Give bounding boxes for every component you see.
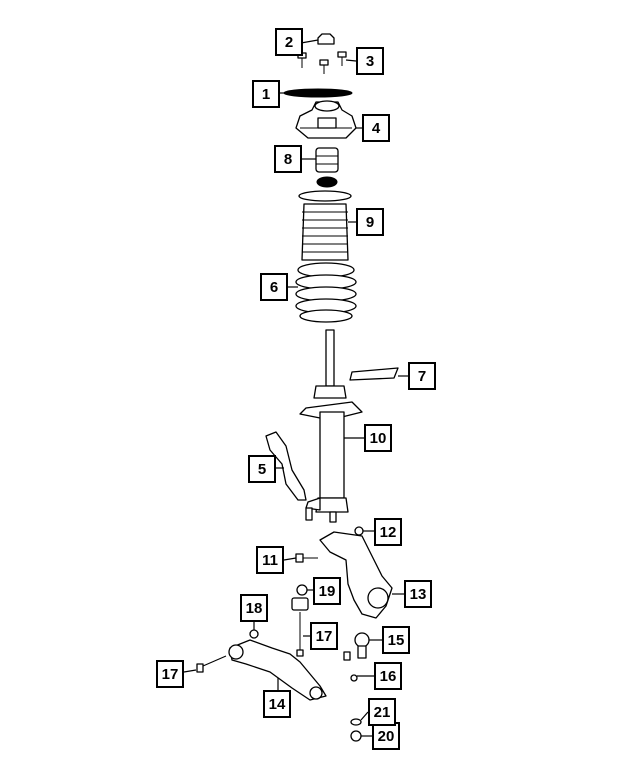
callout-9: 9: [356, 208, 384, 236]
callout-8: 8: [274, 145, 302, 173]
callout-17-left: 17: [156, 660, 184, 688]
part-bolt-11: [295, 553, 318, 563]
leader-11: [283, 557, 297, 561]
leader-3: [345, 59, 357, 62]
callout-20: 20: [372, 722, 400, 750]
callout-11: 11: [256, 546, 284, 574]
callout-2: 2: [275, 28, 303, 56]
part-ball-joint-15: [354, 632, 370, 659]
callout-4: 4: [362, 114, 390, 142]
part-nut-18: [249, 629, 259, 639]
part-spring-6: [295, 262, 357, 323]
part-bolt-16: [343, 651, 358, 682]
part-insulator-1: [283, 88, 353, 98]
part-washer-21: [350, 718, 362, 726]
callout-10: 10: [364, 424, 392, 452]
callout-12: 12: [374, 518, 402, 546]
part-nut-2: [317, 33, 335, 45]
callout-17-upper: 17: [310, 622, 338, 650]
callout-3: 3: [356, 47, 384, 75]
part-bumper-8: [315, 147, 339, 188]
part-strut-10: [299, 329, 363, 523]
part-boot-9: [298, 190, 352, 261]
callout-18: 18: [240, 594, 268, 622]
part-mount-4: [295, 100, 357, 139]
part-bolts-3: [297, 51, 347, 74]
callout-13: 13: [404, 580, 432, 608]
callout-7: 7: [408, 362, 436, 390]
part-nut-19: [291, 584, 309, 611]
callout-21: 21: [368, 698, 396, 726]
part-nut-12: [354, 526, 364, 536]
callout-19: 19: [313, 577, 341, 605]
callout-6: 6: [260, 273, 288, 301]
part-bolt-17-horizontal: [196, 655, 227, 673]
part-knuckle-13: [319, 531, 393, 619]
callout-15: 15: [382, 626, 410, 654]
leader-2: [300, 39, 319, 44]
leader-21: [360, 711, 369, 721]
part-bracket-5: [265, 431, 307, 501]
leader-17b: [183, 669, 197, 673]
callout-1: 1: [252, 80, 280, 108]
part-control-arm-14: [228, 639, 327, 701]
callout-14: 14: [263, 690, 291, 718]
part-nut-20: [350, 730, 362, 742]
part-isolator-7: [349, 367, 399, 381]
callout-16: 16: [374, 662, 402, 690]
part-bolt-17-vertical: [296, 612, 304, 657]
callout-5: 5: [248, 455, 276, 483]
